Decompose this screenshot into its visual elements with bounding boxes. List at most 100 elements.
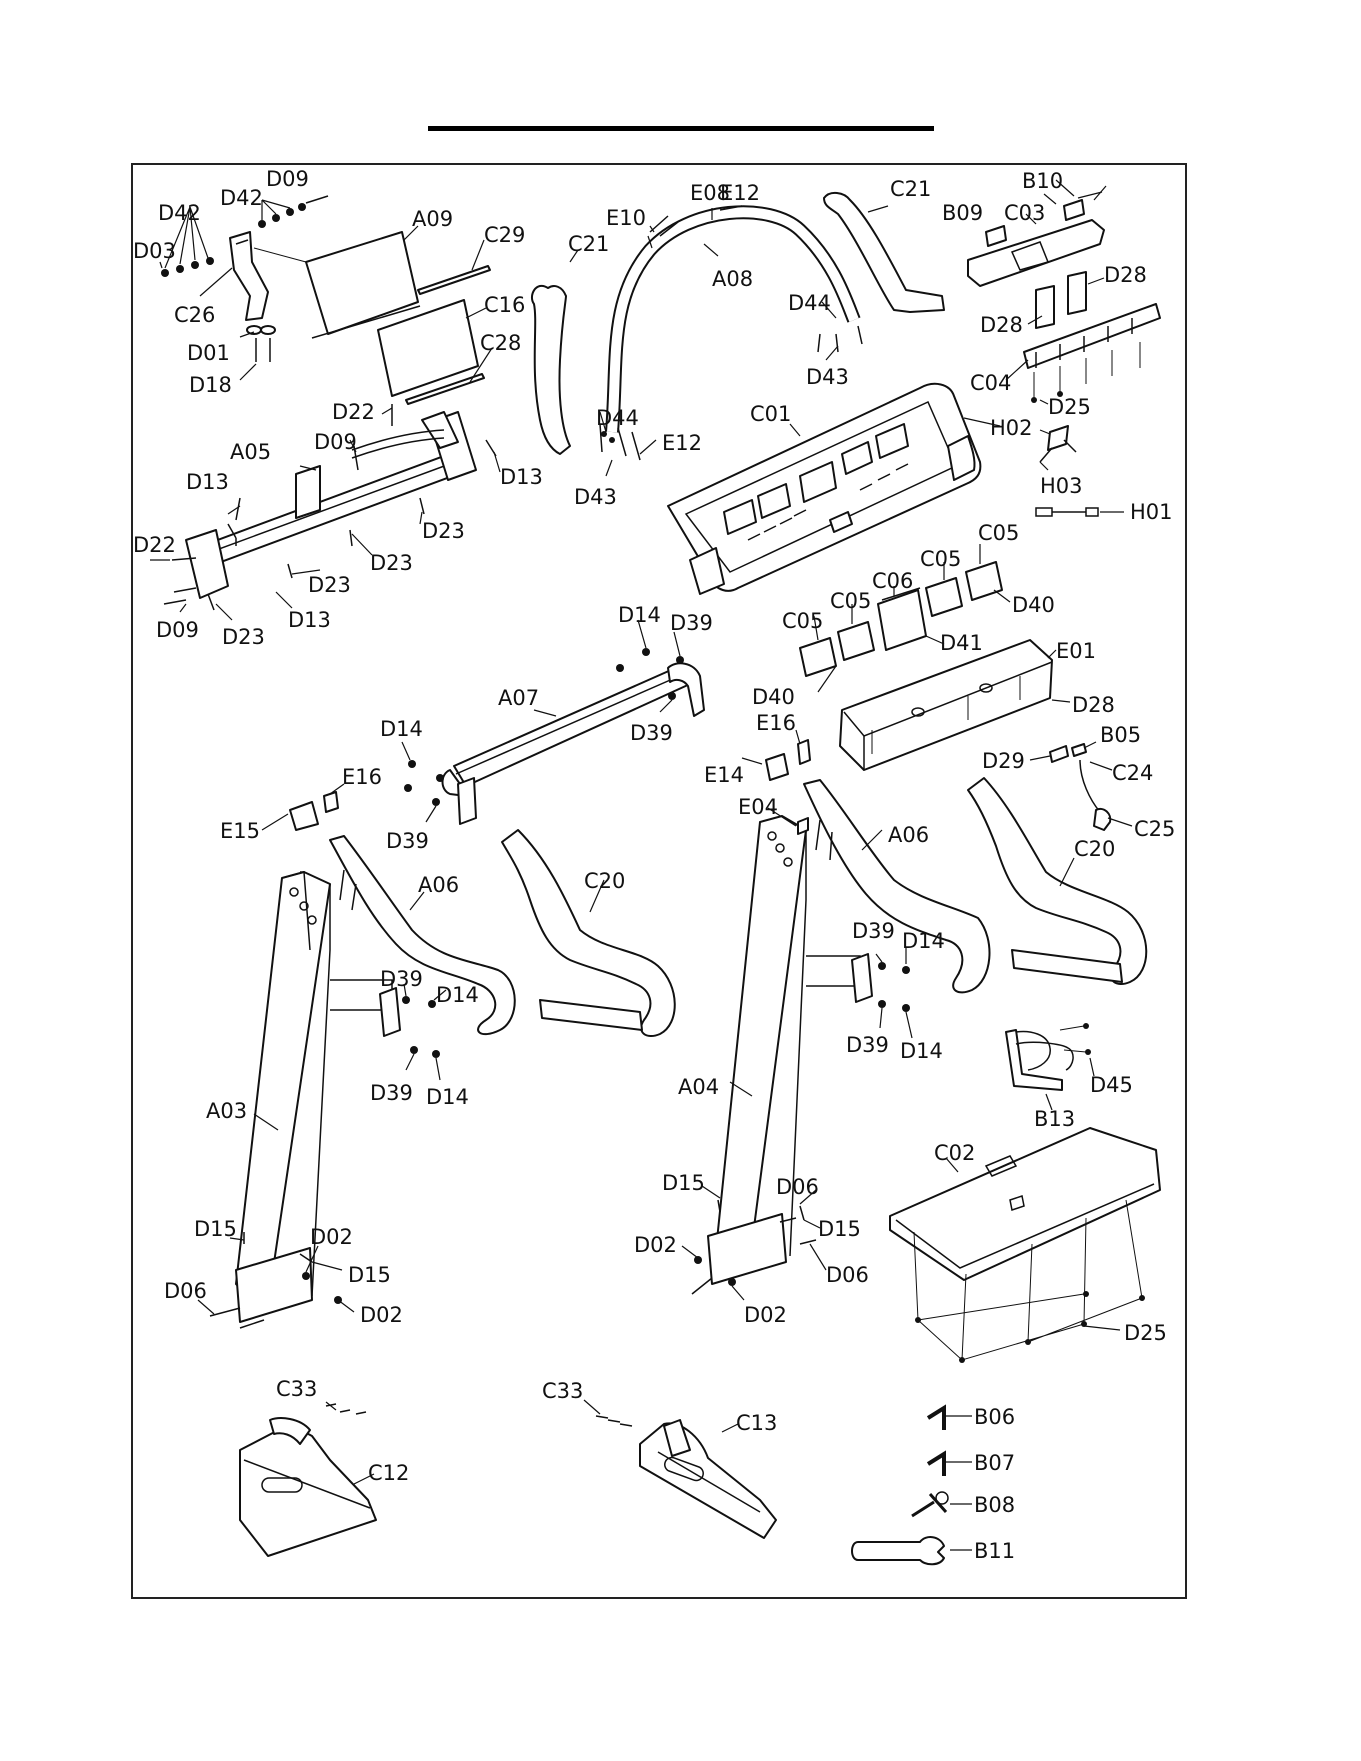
safety-key-group — [1029, 741, 1133, 831]
label-C04: C04 — [970, 371, 1011, 395]
label-D15: D15 — [662, 1171, 705, 1195]
label-C28: C28 — [480, 331, 521, 355]
label-A09: A09 — [412, 207, 453, 231]
label-D02: D02 — [744, 1303, 787, 1327]
label-D39: D39 — [380, 967, 423, 991]
label-D22: D22 — [133, 533, 176, 557]
label-D41: D41 — [940, 631, 983, 655]
label-C03: C03 — [1004, 201, 1045, 225]
label-C24: C24 — [1112, 761, 1153, 785]
label-A04: A04 — [678, 1075, 719, 1099]
label-E16: E16 — [756, 711, 796, 735]
bottle-holder-group — [1005, 1023, 1095, 1111]
handlebar-cover-group — [967, 179, 1161, 405]
label-D02: D02 — [634, 1233, 677, 1257]
label-D40: D40 — [1012, 593, 1055, 617]
right-handle-c20 — [967, 777, 1148, 986]
label-E12: E12 — [720, 181, 760, 205]
label-D09: D09 — [266, 167, 309, 191]
label-D13: D13 — [288, 608, 331, 632]
label-B09: B09 — [942, 201, 983, 225]
label-D14: D14 — [618, 603, 661, 627]
label-D23: D23 — [370, 551, 413, 575]
label-C33: C33 — [276, 1377, 317, 1401]
label-D43: D43 — [806, 365, 849, 389]
label-E08: E08 — [690, 181, 730, 205]
label-D28: D28 — [1104, 263, 1147, 287]
label-D42: D42 — [220, 186, 263, 210]
label-B10: B10 — [1022, 169, 1063, 193]
label-D13: D13 — [500, 465, 543, 489]
label-D44: D44 — [788, 291, 831, 315]
label-H02: H02 — [990, 416, 1033, 440]
label-C06: C06 — [872, 569, 913, 593]
label-D13: D13 — [186, 470, 229, 494]
label-E16: E16 — [342, 765, 382, 789]
label-D44: D44 — [596, 406, 639, 430]
label-D14: D14 — [436, 983, 479, 1007]
label-D39: D39 — [386, 829, 429, 853]
diagram-frame — [131, 163, 1187, 1599]
motor-cover-group — [889, 1127, 1161, 1363]
left-upright-group — [197, 783, 516, 1329]
label-C25: C25 — [1134, 817, 1175, 841]
label-D25: D25 — [1124, 1321, 1167, 1345]
left-handle-c20 — [501, 829, 676, 1038]
label-D14: D14 — [902, 929, 945, 953]
label-D09: D09 — [156, 618, 199, 642]
console-bracket-group — [159, 195, 493, 405]
right-upright-group — [681, 729, 991, 1301]
label-D23: D23 — [308, 573, 351, 597]
left-foot-group — [239, 1401, 377, 1557]
label-B05: B05 — [1100, 723, 1141, 747]
label-A06: A06 — [418, 873, 459, 897]
label-B07: B07 — [974, 1451, 1015, 1475]
label-H01: H01 — [1130, 500, 1173, 524]
label-E10: E10 — [606, 206, 646, 230]
label-B13: B13 — [1034, 1107, 1075, 1131]
label-C20: C20 — [584, 869, 625, 893]
label-C21: C21 — [890, 177, 931, 201]
label-B11: B11 — [974, 1539, 1015, 1563]
label-D14: D14 — [380, 717, 423, 741]
label-D45: D45 — [1090, 1073, 1133, 1097]
label-C05: C05 — [920, 547, 961, 571]
label-D22: D22 — [332, 400, 375, 424]
label-D02: D02 — [310, 1225, 353, 1249]
sensor-group — [1035, 425, 1124, 517]
label-D06: D06 — [164, 1279, 207, 1303]
label-A06: A06 — [888, 823, 929, 847]
label-D39: D39 — [846, 1033, 889, 1057]
label-D39: D39 — [852, 919, 895, 943]
label-D06: D06 — [776, 1175, 819, 1199]
label-E15: E15 — [220, 819, 260, 843]
label-D03: D03 — [133, 239, 176, 263]
label-C20: C20 — [1074, 837, 1115, 861]
label-D01: D01 — [187, 341, 230, 365]
label-D42: D42 — [158, 201, 201, 225]
label-A05: A05 — [230, 440, 271, 464]
label-E14: E14 — [704, 763, 744, 787]
label-C12: C12 — [368, 1461, 409, 1485]
label-D40: D40 — [752, 685, 795, 709]
label-D39: D39 — [630, 721, 673, 745]
label-E12: E12 — [662, 431, 702, 455]
title-underline — [428, 126, 934, 131]
label-C21: C21 — [568, 232, 609, 256]
label-D39: D39 — [370, 1081, 413, 1105]
label-D15: D15 — [348, 1263, 391, 1287]
label-C05: C05 — [782, 609, 823, 633]
label-D39: D39 — [670, 611, 713, 635]
label-A08: A08 — [712, 267, 753, 291]
label-D28: D28 — [980, 313, 1023, 337]
label-H03: H03 — [1040, 474, 1083, 498]
label-B06: B06 — [974, 1405, 1015, 1429]
label-D43: D43 — [574, 485, 617, 509]
label-D18: D18 — [189, 373, 232, 397]
right-foot-group — [583, 1399, 777, 1539]
label-C16: C16 — [484, 293, 525, 317]
label-A03: A03 — [206, 1099, 247, 1123]
label-D09: D09 — [314, 430, 357, 454]
label-A07: A07 — [498, 686, 539, 710]
label-D23: D23 — [222, 625, 265, 649]
